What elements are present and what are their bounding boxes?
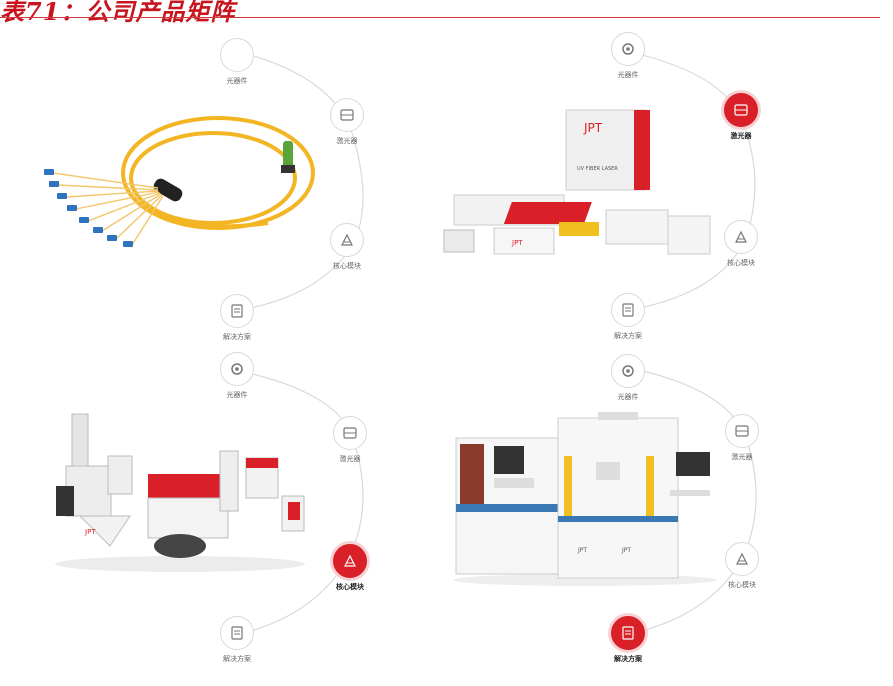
core-module-icon (735, 230, 747, 243)
node-laser[interactable]: 激光器 (701, 93, 781, 141)
ring-arc (629, 367, 757, 635)
core-module-icon (341, 233, 353, 246)
node-laser[interactable]: 激光器 (310, 416, 390, 464)
component-icon (231, 363, 243, 375)
laser-icon (734, 104, 748, 116)
node-label: 解决方案 (614, 332, 642, 340)
node-core-module[interactable]: 核心模块 (701, 220, 781, 268)
node-component[interactable]: 光器件 (588, 354, 668, 402)
title-rule (0, 17, 880, 18)
node-label: 解决方案 (223, 655, 251, 663)
node-label: 核心模块 (336, 583, 364, 591)
node-core-module[interactable]: 核心模块 (310, 544, 390, 592)
node-solution[interactable]: 解决方案 (197, 616, 277, 664)
quadrant-machine: JPT JPT 光器件 激光器 核心模块 解决方案 (446, 346, 892, 686)
module-brand-text: JPT (511, 239, 523, 247)
laser-source-image: JPT UV FIBER LASER JPT (434, 100, 724, 264)
solution-icon (231, 626, 243, 640)
brand-text: JPT (84, 528, 96, 536)
core-module-icon (344, 554, 356, 567)
ring-arc (629, 51, 756, 311)
node-label: 激光器 (339, 455, 361, 463)
laser-icon (735, 425, 749, 437)
node-label: 核心模块 (728, 581, 756, 589)
solution-icon (622, 303, 634, 317)
node-component[interactable]: 光器件 (197, 38, 277, 86)
node-core-module[interactable]: 核心模块 (307, 223, 387, 271)
solution-icon (622, 626, 634, 640)
node-core-module[interactable]: 核心模块 (702, 542, 782, 590)
component-icon (622, 43, 634, 55)
node-label: 激光器 (731, 453, 753, 461)
component-icon (231, 49, 243, 61)
node-label: 解决方案 (223, 333, 251, 341)
quadrant-laser-heads: JPT 光器件 激光器 核心模块 解决方案 (0, 346, 446, 686)
component-icon (622, 365, 634, 377)
node-component[interactable]: 光器件 (588, 32, 668, 80)
right-door-text: JPT (621, 547, 631, 554)
brand-text: JPT (583, 121, 603, 135)
machine-image: JPT JPT (450, 412, 725, 591)
quadrant-laser-source: JPT UV FIBER LASER JPT 光器件 激光器 核心模块 解决方案 (443, 18, 892, 358)
laser-icon (343, 427, 357, 439)
node-label: 核心模块 (333, 262, 361, 270)
node-laser[interactable]: 激光器 (702, 414, 782, 462)
page-title: 表71：公司产品矩阵 (0, 0, 236, 26)
node-component[interactable]: 光器件 (197, 352, 277, 400)
node-label: 激光器 (730, 132, 752, 140)
core-module-icon (736, 552, 748, 565)
solution-icon (231, 304, 243, 318)
node-solution[interactable]: 解决方案 (588, 616, 668, 664)
panel-text: UV FIBER LASER (577, 166, 618, 172)
fiber-cable-image (38, 103, 318, 267)
ring-arc (239, 370, 364, 635)
quadrant-fiber-cable: 光器件 激光器 核心模块 解决方案 (0, 18, 446, 358)
node-solution[interactable]: 解决方案 (197, 294, 277, 342)
ring-arc (239, 51, 364, 311)
node-label: 光器件 (226, 77, 248, 85)
node-label: 解决方案 (614, 655, 642, 663)
laser-icon (340, 109, 354, 121)
node-label: 光器件 (226, 391, 248, 399)
node-laser[interactable]: 激光器 (307, 98, 387, 146)
node-label: 核心模块 (727, 259, 755, 267)
laser-heads-image: JPT (50, 406, 310, 580)
node-label: 光器件 (617, 71, 639, 79)
node-label: 激光器 (336, 137, 358, 145)
node-label: 光器件 (617, 393, 639, 401)
node-solution[interactable]: 解决方案 (588, 293, 668, 341)
left-door-text: JPT (577, 547, 587, 554)
